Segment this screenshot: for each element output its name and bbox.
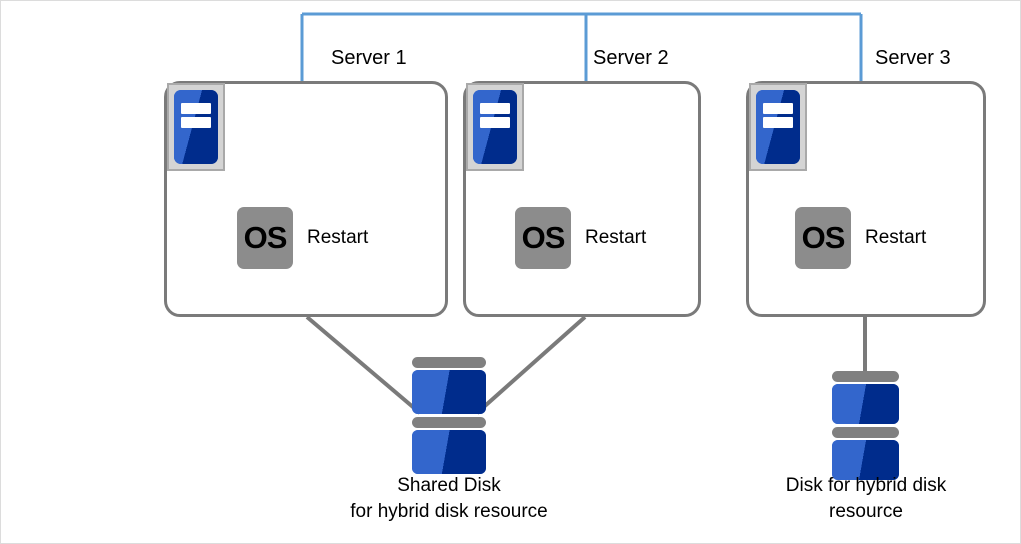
- server-state-label-2: Restart: [585, 227, 647, 248]
- disk-connection-lines: [305, 315, 867, 415]
- os-status-row-2: OS Restart: [515, 207, 646, 269]
- shared-disk-caption-line-2: for hybrid disk resource: [350, 501, 548, 522]
- server-icon-bar-bottom: [181, 116, 211, 128]
- disk-body-bottom: [832, 440, 899, 480]
- disk-platter-bottom: [412, 417, 486, 428]
- os-badge-3: OS: [795, 207, 851, 269]
- server-machine-icon-3: [749, 83, 807, 171]
- server-icon-bar-bottom: [480, 116, 510, 128]
- disk-body-top: [412, 370, 486, 414]
- server-icon-bar-top: [763, 102, 793, 114]
- shared-disk-caption: Shared Disk for hybrid disk resource: [299, 473, 599, 525]
- os-status-row-3: OS Restart: [795, 207, 926, 269]
- shared-disk-caption-line-1: Shared Disk: [397, 475, 501, 496]
- hybrid-disk-caption-line-1: Disk for hybrid disk: [785, 475, 947, 496]
- disk-platter-bottom: [832, 427, 899, 438]
- server-machine-icon-2: [466, 83, 524, 171]
- disk-body-bottom: [412, 430, 486, 474]
- server-icon-bar-bottom: [763, 116, 793, 128]
- hybrid-disk-icon[interactable]: [832, 371, 899, 483]
- os-badge-2: OS: [515, 207, 571, 269]
- server-icon-bar-top: [181, 102, 211, 114]
- os-badge-1: OS: [237, 207, 293, 269]
- disk-platter-top: [832, 371, 899, 382]
- server-box-1[interactable]: [164, 81, 448, 317]
- server-label-3: Server 3: [875, 47, 951, 69]
- server-state-label-1: Restart: [307, 227, 369, 248]
- server-label-2: Server 2: [593, 47, 669, 69]
- server-label-1: Server 1: [331, 47, 407, 69]
- hybrid-disk-caption: Disk for hybrid disk resource: [741, 473, 991, 525]
- server-icon-bar-top: [480, 102, 510, 114]
- server-state-label-3: Restart: [865, 227, 927, 248]
- server-machine-icon-1: [167, 83, 225, 171]
- hybrid-disk-caption-line-2: resource: [829, 501, 903, 522]
- disk-body-top: [832, 384, 899, 424]
- os-status-row-1: OS Restart: [237, 207, 368, 269]
- disk-platter-top: [412, 357, 486, 368]
- link-server-1-to-shared-disk: [305, 315, 422, 415]
- link-server-2-to-shared-disk: [475, 315, 587, 415]
- shared-disk-icon[interactable]: [412, 357, 486, 477]
